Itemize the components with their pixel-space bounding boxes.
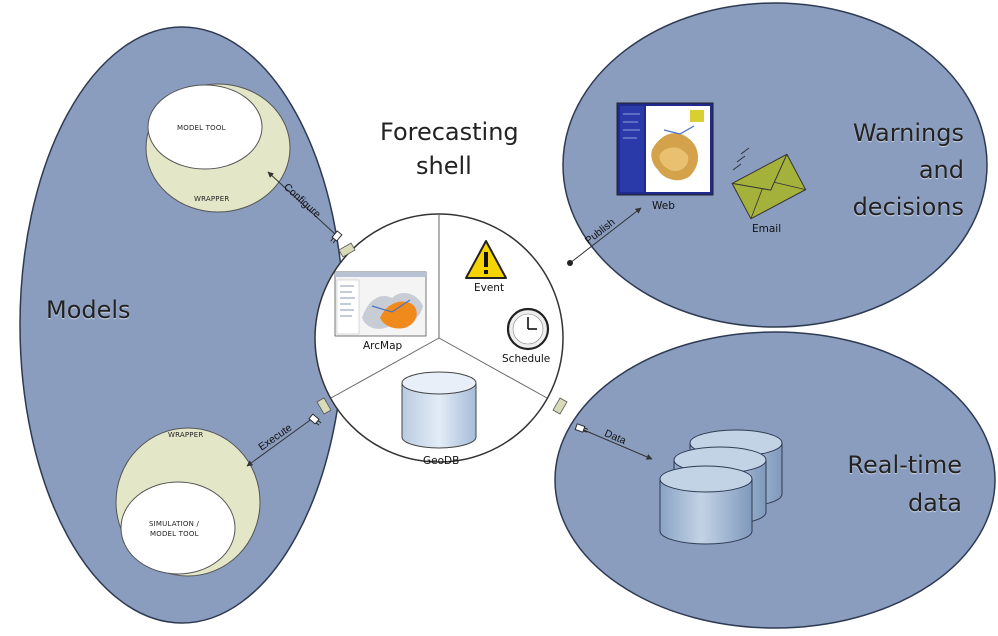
shell-port-left <box>316 397 332 415</box>
clock-icon <box>506 307 550 351</box>
execute-connector <box>246 417 314 467</box>
models-label: Models <box>46 296 131 324</box>
email-motion-lines <box>732 147 750 171</box>
database-stack-icon <box>659 429 783 545</box>
model-tool-bottom <box>115 427 261 577</box>
realtime-label-line1: Real-time <box>847 451 962 479</box>
event-label: Event <box>474 282 505 294</box>
publish-connector <box>569 207 642 264</box>
plug-icon-execute <box>308 413 322 426</box>
warnings-label-line3: decisions <box>852 193 964 221</box>
web-label: Web <box>652 200 675 212</box>
schedule-label: Schedule <box>502 353 551 365</box>
wrapper-top-label: WRAPPER <box>194 195 230 203</box>
realtime-label-line2: data <box>907 489 962 517</box>
wrapper-bottom-label: WRAPPER <box>168 431 204 439</box>
shell-port-top-left <box>338 242 356 258</box>
simulation-label-line2: MODEL TOOL <box>150 530 199 538</box>
simulation-label-line1: SIMULATION / <box>149 520 200 528</box>
warnings-label-line2: and <box>918 156 964 184</box>
model-tool-top <box>145 83 291 213</box>
arcmap-screenshot <box>334 271 427 337</box>
geodb-label: GeoDB <box>423 455 460 467</box>
publish-connector-start <box>567 260 573 266</box>
plug-icon-data <box>574 423 589 433</box>
configure-connector <box>267 171 337 236</box>
email-label: Email <box>752 223 782 235</box>
model-tool-label: MODEL TOOL <box>177 124 226 132</box>
geodb-cylinder-icon <box>401 371 477 449</box>
plug-icon-configure <box>330 230 343 244</box>
warning-icon <box>465 240 507 279</box>
shell-port-right <box>552 397 568 415</box>
forecasting-shell-title-line2: shell <box>416 152 472 180</box>
web-screenshot <box>616 102 714 196</box>
forecasting-shell-title-line1: Forecasting <box>380 118 519 146</box>
data-connector <box>578 427 653 460</box>
arcmap-label: ArcMap <box>363 340 403 352</box>
warnings-label-line1: Warnings <box>852 119 964 147</box>
email-envelope-icon <box>731 153 807 220</box>
